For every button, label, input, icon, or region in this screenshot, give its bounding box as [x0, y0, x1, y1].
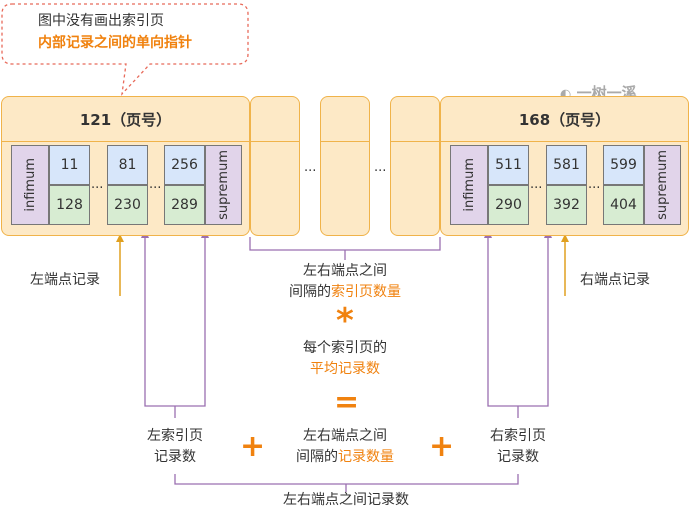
callout-bubble: [1, 3, 249, 96]
left-page-title: 121（页号）: [79, 111, 172, 129]
right-endpoint-label: 右端点记录: [580, 272, 650, 288]
between-records-label: 左右端点之间 间隔的记录数量: [296, 428, 394, 465]
between-pages-label: 左右端点之间 间隔的索引页数量: [289, 263, 401, 300]
right-page-header: 168（页号）: [441, 97, 688, 142]
middle-dots-2: ...: [374, 160, 387, 175]
right-record-bottom-2: 392: [546, 185, 587, 225]
left-page-count-label: 左索引页 记录数: [147, 428, 203, 465]
left-dots-2: ...: [149, 177, 162, 192]
left-supremum: supremum: [205, 145, 242, 225]
left-index-page: 121（页号） infimum 11 128 ... 81 230 ... 25…: [1, 96, 250, 236]
total-brace: [174, 474, 519, 485]
right-page-count-label: 右索引页 记录数: [490, 428, 546, 465]
middle-page-2: [320, 96, 370, 236]
left-record-top-2: 81: [107, 145, 148, 185]
right-page-brace: [487, 232, 549, 407]
total-records-label: 左右端点之间记录数: [283, 492, 409, 508]
right-record-top-2: 581: [546, 145, 587, 185]
left-record-bottom-3: 289: [164, 185, 205, 225]
right-record-bottom-1: 290: [488, 185, 529, 225]
callout-line-2: 内部记录之间的单向指针: [38, 35, 192, 51]
wechat-icon: ◐: [560, 87, 572, 102]
multiply-operator: *: [336, 301, 354, 341]
plus-operator-2: +: [429, 429, 455, 464]
middle-page-3: [390, 96, 440, 236]
left-dots-1: ...: [91, 177, 104, 192]
left-record-top-3: 256: [164, 145, 205, 185]
right-record-top-1: 511: [488, 145, 529, 185]
callout-line-1: 图中没有画出索引页: [38, 13, 164, 29]
left-record-bottom-2: 230: [107, 185, 148, 225]
left-infimum: infimum: [11, 145, 49, 225]
right-infimum: infimum: [450, 145, 488, 225]
middle-page-1: [250, 96, 300, 236]
left-page-header: 121（页号）: [2, 97, 249, 142]
right-index-page: 168（页号） infimum 511 290 ... 581 392 ... …: [440, 96, 689, 236]
right-record-bottom-3: 404: [603, 185, 644, 225]
right-page-title: 168（页号）: [518, 111, 611, 129]
right-dots-1: ...: [530, 177, 543, 192]
plus-operator-1: +: [240, 429, 266, 464]
middle-pages-brace: [249, 237, 441, 251]
right-supremum: supremum: [644, 145, 681, 225]
middle-dots-1: ...: [304, 160, 317, 175]
avg-records-label: 每个索引页的 平均记录数: [303, 340, 387, 377]
equals-operator: =: [334, 385, 360, 420]
right-dots-2: ...: [588, 177, 601, 192]
left-endpoint-label: 左端点记录: [30, 272, 100, 288]
right-record-top-3: 599: [603, 145, 644, 185]
left-record-bottom-1: 128: [49, 185, 90, 225]
callout-text: 图中没有画出索引页 内部记录之间的单向指针: [38, 10, 192, 54]
left-page-brace: [144, 232, 206, 407]
left-record-top-1: 11: [49, 145, 90, 185]
